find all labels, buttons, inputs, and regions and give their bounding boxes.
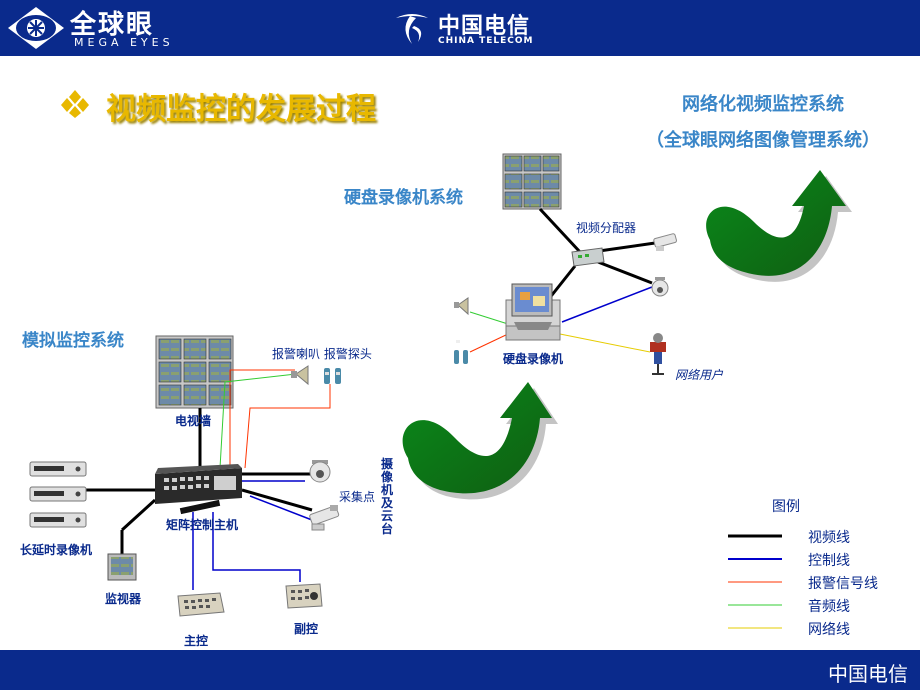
dvr-network-line bbox=[559, 333, 651, 353]
sub-control-keyboard-icon bbox=[285, 583, 323, 609]
dome-camera-icon bbox=[309, 460, 331, 483]
collect-point-label: 采集点 bbox=[339, 490, 376, 504]
dvr-microphone-icon bbox=[454, 297, 469, 316]
alarm-lines bbox=[229, 369, 331, 469]
legend-alarm-line: 报警信号线 bbox=[808, 576, 878, 592]
dvr-tv-wall-icon bbox=[502, 153, 562, 210]
dvr-alarm-line bbox=[469, 333, 509, 353]
legend-control-line: 控制线 bbox=[808, 553, 850, 569]
main-control-keyboard-icon bbox=[177, 592, 225, 617]
legend-video-line: 视频线 bbox=[808, 530, 850, 546]
splitter-label: 视频分配器 bbox=[576, 221, 637, 235]
dvr-detector-icon bbox=[454, 340, 468, 364]
network-user-label: 网络用户 bbox=[675, 368, 724, 382]
monitor-icon bbox=[107, 553, 137, 581]
footer-text: 中国电信 bbox=[828, 662, 908, 686]
legend-network-line: 网络线 bbox=[808, 622, 850, 638]
megaeyes-logo-icon bbox=[8, 7, 64, 49]
analog-video-lines bbox=[86, 408, 313, 556]
matrix-host-icon bbox=[155, 464, 242, 515]
diamond-bullet-icon bbox=[61, 90, 89, 118]
alarm-label: 报警喇叭 报警探头 bbox=[272, 347, 372, 361]
matrix-host-label: 矩阵控制主机 bbox=[166, 518, 239, 532]
china-telecom-logo-icon bbox=[396, 14, 428, 44]
tv-wall-icon bbox=[155, 335, 234, 409]
header-bar: 全球眼 MEGA EYES 中国电信 CHINA TELECOM bbox=[0, 0, 920, 56]
network-system-label: 网络化视频监控系统 bbox=[682, 94, 844, 115]
dvr-label: 硬盘录像机 bbox=[503, 352, 564, 366]
sub-control-label: 副控 bbox=[294, 622, 319, 636]
monitor-label: 监视器 bbox=[105, 592, 142, 606]
evolution-arrow-1 bbox=[402, 382, 558, 500]
long-delay-recorder-icon bbox=[29, 461, 87, 528]
analog-control-lines bbox=[192, 480, 313, 590]
network-system-sub-label: （全球眼网络图像管理系统） bbox=[646, 130, 880, 151]
analog-audio-lines bbox=[219, 373, 297, 469]
legend-audio-line: 音频线 bbox=[808, 599, 850, 615]
main-control-label: 主控 bbox=[184, 634, 209, 648]
dvr-system-label: 硬盘录像机系统 bbox=[344, 188, 463, 208]
legend-title: 图例 bbox=[772, 499, 800, 515]
brand-cn: 全球眼 bbox=[70, 10, 155, 40]
footer-bar: 中国电信 bbox=[0, 650, 920, 690]
bullet-camera-icon bbox=[309, 505, 340, 531]
tv-wall-label: 电视墙 bbox=[175, 414, 212, 428]
camera-ptz-label: 摄像机及云台 bbox=[381, 457, 394, 536]
recorder-label: 长延时录像机 bbox=[20, 543, 93, 557]
evolution-arrow-2 bbox=[706, 170, 852, 282]
analog-system-label: 模拟监控系统 bbox=[22, 331, 124, 351]
brand-en: MEGA EYES bbox=[74, 36, 174, 49]
dvr-dome-camera-icon bbox=[651, 277, 669, 297]
dvr-control-line bbox=[561, 286, 653, 323]
dvr-bullet-camera-icon bbox=[653, 233, 677, 251]
telecom-cn: 中国电信 bbox=[438, 14, 531, 39]
dvr-audio-line bbox=[469, 311, 509, 325]
video-splitter-icon bbox=[571, 247, 605, 267]
telecom-en: CHINA TELECOM bbox=[438, 36, 534, 46]
network-user-icon bbox=[650, 333, 666, 375]
alarm-speaker-icon bbox=[291, 365, 309, 386]
page-title: 视频监控的发展过程 bbox=[106, 92, 376, 127]
dvr-computer-icon bbox=[505, 283, 561, 341]
legend-swatches bbox=[728, 534, 782, 629]
alarm-detector-icon bbox=[324, 368, 341, 384]
